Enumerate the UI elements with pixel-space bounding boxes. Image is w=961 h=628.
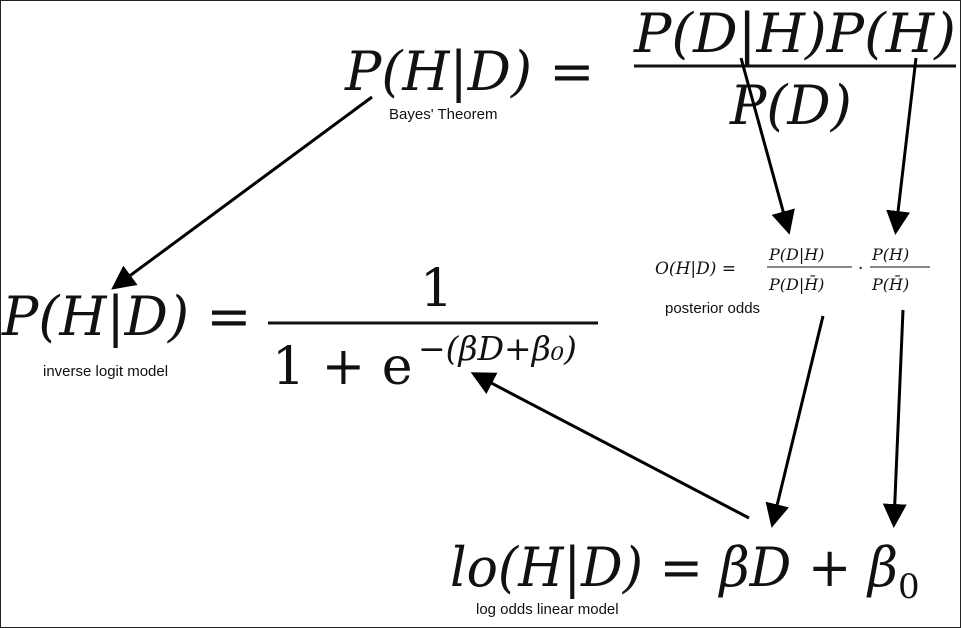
arrow-prior-to-odds bbox=[886, 57, 918, 235]
bayes-caption: Bayes' Theorem bbox=[389, 106, 497, 123]
bayes-numerator: P(D|H)P(H) bbox=[633, 2, 956, 65]
logit-den-base: 1 + e bbox=[272, 337, 413, 397]
arrow-odds-to-beta-d bbox=[765, 315, 825, 528]
bayes-equation: P(H|D) = P(D|H)P(H) P(D) bbox=[344, 2, 956, 137]
odds-equation: O(H|D) = P(D|H) P(D|H̄) · P(H) P(H̄) bbox=[655, 245, 930, 294]
arrow-likelihood-to-odds bbox=[739, 57, 795, 235]
logit-lhs: P(H|D) = bbox=[1, 285, 251, 348]
arrow-logodds-to-logit bbox=[470, 372, 750, 520]
inverse-logit-equation: P(H|D) = 1 1 + e −(βD+β₀) bbox=[1, 259, 598, 397]
odds-lhs: O(H|D) = bbox=[655, 259, 736, 279]
odds-frac2-num: P(H) bbox=[871, 245, 909, 264]
bayes-lhs: P(H|D) = bbox=[344, 40, 594, 103]
logit-numerator: 1 bbox=[420, 259, 453, 319]
logit-den-exponent: −(βD+β₀) bbox=[418, 329, 577, 368]
odds-frac2-den: P(H̄) bbox=[871, 273, 909, 294]
logodds-subscript: 0 bbox=[898, 567, 920, 607]
arrow-odds-to-beta0 bbox=[882, 309, 907, 528]
odds-dot: · bbox=[858, 259, 863, 279]
odds-frac1-den: P(D|H̄) bbox=[768, 273, 824, 294]
log-odds-equation: lo(H|D) = βD + β 0 bbox=[450, 536, 920, 607]
inverse-logit-caption: inverse logit model bbox=[43, 363, 168, 380]
log-odds-caption: log odds linear model bbox=[476, 601, 619, 618]
posterior-odds-caption: posterior odds bbox=[665, 300, 760, 317]
logodds-lhs: lo(H|D) = βD + β bbox=[450, 536, 898, 599]
odds-frac1-num: P(D|H) bbox=[768, 245, 824, 264]
arrow-bayes-to-logit bbox=[111, 95, 373, 290]
